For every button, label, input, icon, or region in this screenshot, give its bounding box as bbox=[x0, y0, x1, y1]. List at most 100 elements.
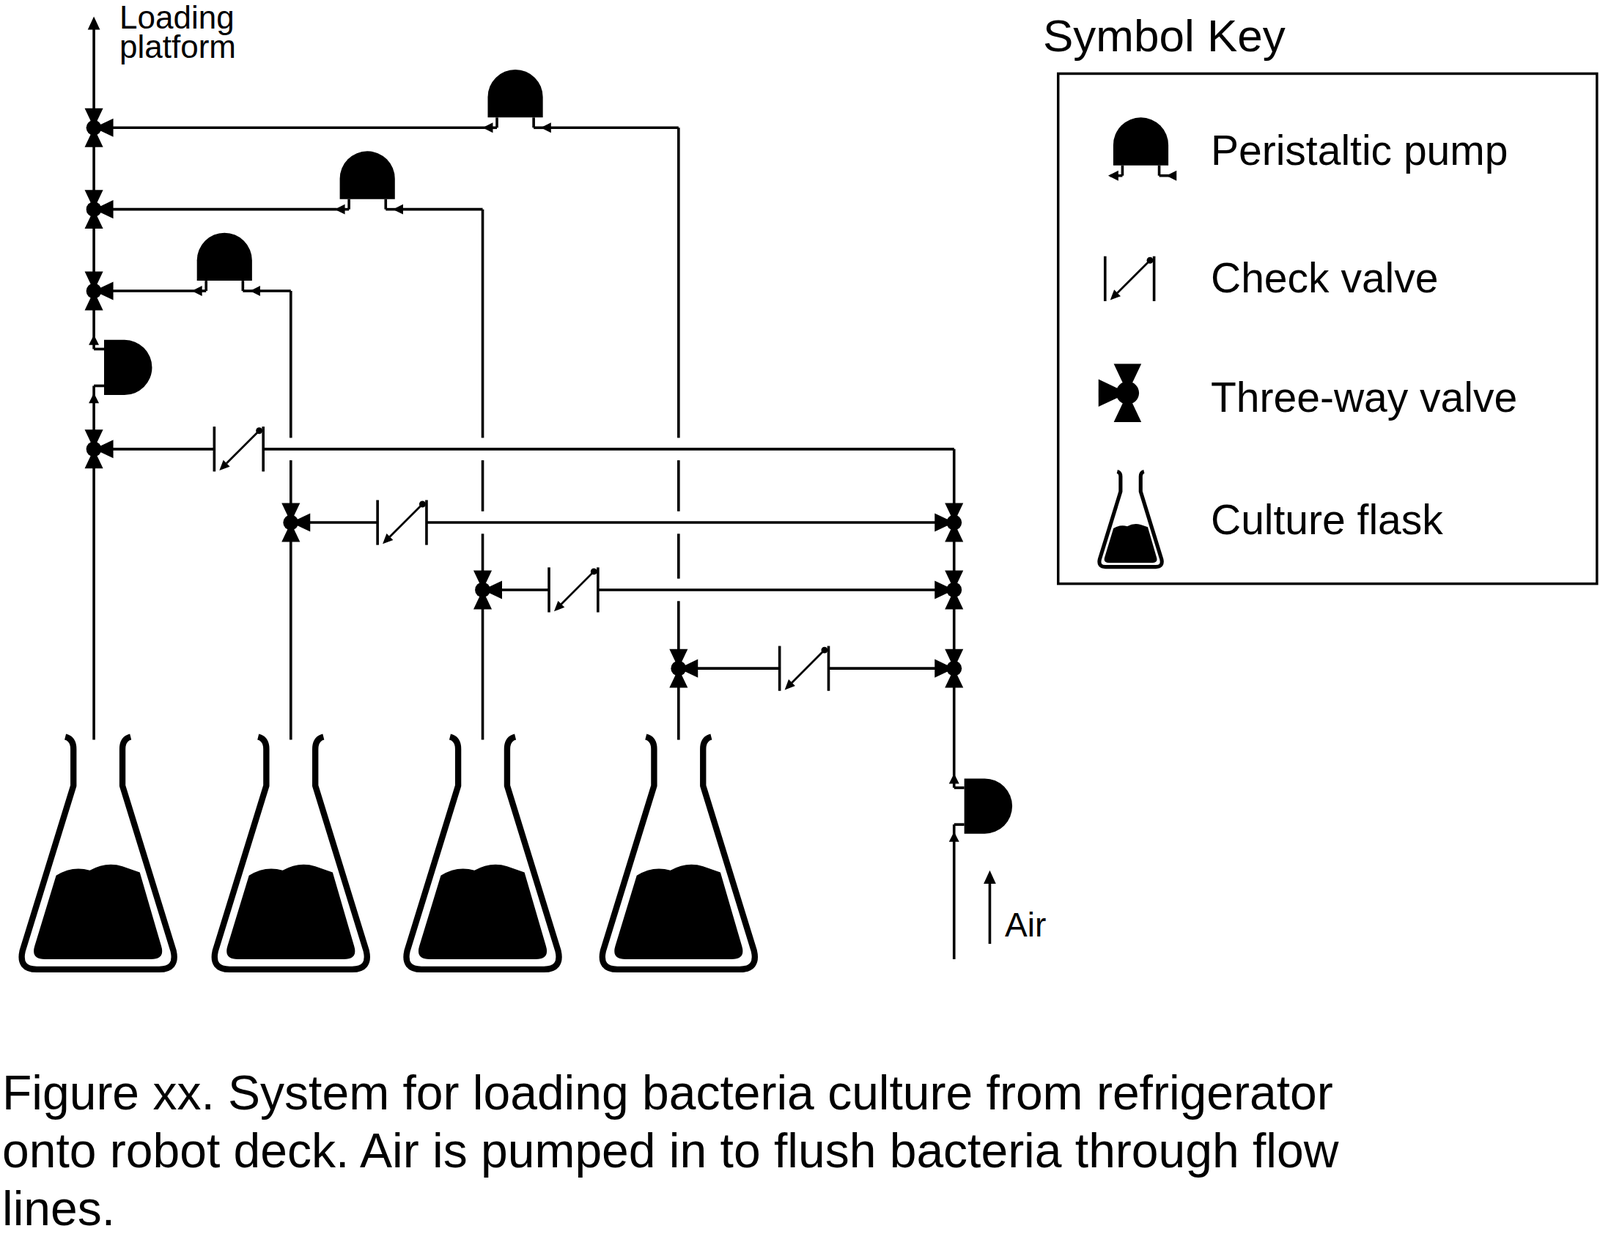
arrow-head bbox=[483, 122, 494, 133]
culture-flask bbox=[21, 736, 175, 969]
three-way-valve bbox=[85, 271, 114, 311]
flow-line bbox=[93, 348, 105, 352]
three-way-valve bbox=[669, 649, 698, 689]
flow-line bbox=[481, 209, 485, 439]
arrow-head bbox=[949, 831, 960, 843]
valve-core bbox=[946, 582, 962, 599]
three-way-valve bbox=[473, 570, 503, 610]
three-way-valve bbox=[85, 108, 114, 148]
flask-culture bbox=[226, 864, 355, 960]
three-way-valve bbox=[281, 503, 311, 543]
arrow-head bbox=[88, 334, 99, 346]
flow-line bbox=[677, 127, 681, 438]
arrow-head bbox=[88, 392, 99, 404]
pump-body bbox=[487, 69, 543, 118]
arrow-head bbox=[334, 204, 346, 215]
legend-text: Peristaltic pump bbox=[1210, 126, 1509, 176]
peristaltic-pump bbox=[1108, 117, 1177, 181]
check-valve-pivot bbox=[419, 501, 426, 508]
flask-culture bbox=[418, 864, 547, 960]
peristaltic-pump bbox=[483, 69, 552, 133]
flow-line bbox=[1152, 256, 1156, 302]
check-valve bbox=[377, 499, 427, 545]
flow-line bbox=[261, 426, 265, 472]
flow-line bbox=[204, 280, 208, 291]
figure-caption: Figure xx. System for loading bacteria c… bbox=[2, 1064, 1410, 1238]
pump-body bbox=[340, 150, 396, 199]
flow-line bbox=[1158, 165, 1161, 176]
check-valve-flap bbox=[791, 650, 825, 684]
pump-body bbox=[1113, 117, 1169, 165]
flow-line bbox=[677, 460, 681, 512]
pump-body bbox=[964, 779, 1013, 835]
arrow-head bbox=[382, 533, 393, 544]
three-way-valve bbox=[934, 503, 964, 543]
legend-text: Culture flask bbox=[1210, 496, 1444, 545]
peristaltic-pump bbox=[88, 334, 152, 404]
valve-core bbox=[282, 515, 299, 531]
arrow-head bbox=[983, 870, 997, 884]
arrow-head bbox=[1110, 289, 1121, 300]
legend-text: Three-way valve bbox=[1210, 373, 1518, 423]
flow-line bbox=[546, 126, 679, 129]
flow-line bbox=[384, 199, 387, 210]
flow-line bbox=[954, 786, 965, 790]
arrow-head bbox=[784, 679, 796, 690]
flow-line bbox=[596, 567, 600, 613]
flask-outline bbox=[406, 736, 559, 969]
flow-line bbox=[425, 499, 429, 545]
flow-line bbox=[495, 117, 499, 128]
peristaltic-pump bbox=[949, 773, 1013, 843]
three-way-valve bbox=[934, 649, 964, 689]
check-valve-flap bbox=[389, 504, 423, 538]
check-valve bbox=[779, 646, 829, 692]
flow-line bbox=[426, 521, 955, 525]
arrow-head bbox=[192, 285, 203, 297]
valve-core bbox=[86, 283, 102, 300]
flow-line bbox=[988, 883, 992, 945]
flow-line bbox=[263, 447, 955, 451]
check-valve bbox=[548, 567, 599, 613]
flow-line bbox=[677, 533, 681, 579]
check-valve-pivot bbox=[1147, 257, 1154, 264]
arrow-head bbox=[554, 601, 565, 612]
flow-line bbox=[397, 208, 484, 212]
diagram-label: Loading platform bbox=[119, 2, 289, 62]
flow-line bbox=[93, 126, 485, 129]
legend-box bbox=[1058, 73, 1598, 584]
flow-line bbox=[481, 460, 485, 512]
flow-line bbox=[954, 823, 965, 827]
valve-core bbox=[946, 515, 962, 531]
valve-core bbox=[1116, 381, 1139, 405]
three-way-valve bbox=[934, 570, 964, 610]
flask-outline bbox=[602, 736, 755, 969]
flask-outline bbox=[21, 736, 175, 969]
valve-core bbox=[946, 661, 962, 677]
flow-diagram bbox=[21, 16, 1598, 970]
flow-line bbox=[93, 208, 337, 212]
check-valve-flap bbox=[1116, 260, 1150, 294]
flow-line bbox=[1121, 165, 1125, 176]
pump-body bbox=[104, 340, 152, 396]
valve-core bbox=[86, 201, 102, 217]
culture-flask bbox=[214, 736, 368, 969]
check-valve-flap bbox=[561, 571, 595, 605]
check-valve-flap bbox=[226, 430, 260, 464]
flask-outline bbox=[1099, 471, 1162, 567]
culture-flask bbox=[406, 736, 559, 969]
check-valve bbox=[1105, 256, 1155, 302]
flow-line bbox=[952, 837, 956, 960]
flow-line bbox=[598, 588, 955, 592]
peristaltic-pump bbox=[192, 233, 261, 297]
three-way-valve bbox=[85, 429, 114, 469]
arrow-head bbox=[219, 460, 230, 471]
culture-flask bbox=[1099, 471, 1162, 567]
arrow-head bbox=[1108, 170, 1119, 182]
flow-line bbox=[255, 289, 291, 293]
check-valve-pivot bbox=[255, 427, 263, 434]
arrow-head bbox=[87, 16, 101, 31]
diagram-label: Symbol Key bbox=[1042, 9, 1286, 62]
flow-line bbox=[347, 199, 351, 210]
check-valve bbox=[214, 426, 264, 472]
